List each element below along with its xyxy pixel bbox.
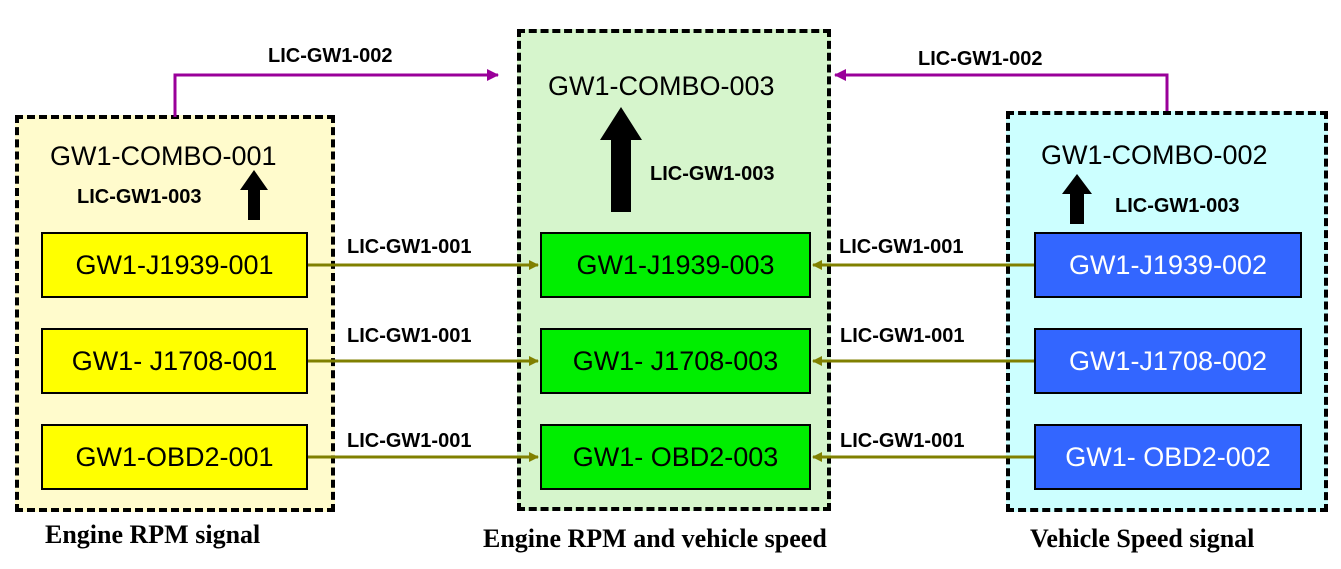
up-arrow-right-icon — [1062, 174, 1092, 224]
left-row-3-license: LIC-GW1-001 — [347, 430, 472, 452]
left-caption: Engine RPM signal — [45, 520, 261, 549]
right-box-2: GW1-J1708-002 — [1034, 328, 1302, 394]
right-row-3-license: LIC-GW1-001 — [840, 430, 965, 452]
left-box-3: GW1-OBD2-001 — [41, 424, 308, 490]
left-box-1: GW1-J1939-001 — [41, 232, 308, 298]
combo-left-license: LIC-GW1-002 — [268, 45, 393, 67]
center-combo-license: LIC-GW1-003 — [650, 163, 775, 185]
left-row-1-license: LIC-GW1-001 — [347, 236, 472, 258]
right-row-1-license: LIC-GW1-001 — [839, 236, 964, 258]
combo-right-license: LIC-GW1-002 — [918, 48, 1043, 70]
right-row-2-license: LIC-GW1-001 — [840, 325, 965, 347]
arrow-combo-left — [173, 69, 499, 117]
up-arrow-center-icon — [600, 107, 642, 212]
center-combo-label: GW1-COMBO-003 — [548, 71, 775, 101]
right-box-1: GW1-J1939-002 — [1034, 232, 1302, 298]
arrow-combo-right — [834, 69, 1169, 111]
center-caption: Engine RPM and vehicle speed — [483, 524, 827, 553]
left-box-2: GW1- J1708-001 — [41, 328, 308, 394]
left-combo-license: LIC-GW1-003 — [77, 186, 202, 208]
right-caption: Vehicle Speed signal — [1030, 524, 1255, 553]
right-combo-license: LIC-GW1-003 — [1115, 195, 1240, 217]
right-combo-label: GW1-COMBO-002 — [1041, 140, 1268, 170]
right-box-3: GW1- OBD2-002 — [1034, 424, 1302, 490]
left-combo-label: GW1-COMBO-001 — [50, 141, 277, 171]
center-box-1: GW1-J1939-003 — [540, 232, 811, 298]
center-box-3: GW1- OBD2-003 — [540, 424, 811, 490]
up-arrow-left-icon — [240, 170, 268, 220]
left-row-2-license: LIC-GW1-001 — [347, 325, 472, 347]
center-box-2: GW1- J1708-003 — [540, 328, 811, 394]
